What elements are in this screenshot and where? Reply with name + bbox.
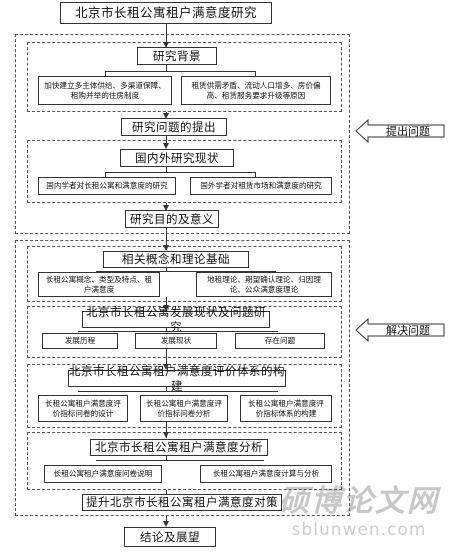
solve-side-label-text: 解决问题 [386,324,430,337]
concepts-group-frame [27,246,342,302]
connector-line [105,71,106,76]
concepts-right-text: 地租理论、期望确认理论、归因理论、公众满意度理论 [207,275,321,294]
connector-line [166,516,167,525]
title-box: 北京市长租公寓租户满意度研究 [60,2,272,24]
background-title-box: 研究背景 [137,47,217,65]
connector-line [166,136,167,146]
analysis-left-text: 长租公寓租户满意度问卷说明 [53,469,153,479]
concepts-left-box: 长租公寓概念、类型及特点、租户满意度 [38,272,160,297]
purpose-box: 研究目的及意义 [125,210,219,228]
watermark-url: sblunwen.com [291,520,427,540]
arrow-head [163,432,169,438]
problem-side-label-text: 提出问题 [386,125,430,138]
review-title-box: 国内外研究现状 [120,149,234,167]
status-item-3-text: 存在问题 [264,336,296,346]
system-item-1-text: 长租公寓租户满意度评价指标问卷的设计 [45,399,121,418]
conclusion-box: 结论及展望 [124,527,216,547]
section-solve-frame [15,240,350,516]
review-left-box: 国内学者对长租公寓和满意度的研究 [38,177,176,195]
arrow-head [163,143,169,149]
arrow-head [163,205,169,211]
connector-line [255,172,256,177]
connector-line [166,24,167,44]
arrow-head [163,245,169,251]
countermeasure-text: 提升北京市长租公寓租户满意度对策 [86,495,278,510]
connector-line [78,391,278,392]
connector-line [166,349,167,368]
system-title-box: 北京市长租公寓租户满意度评价体系的构建 [68,364,286,393]
section-problem-frame [15,34,350,234]
solve-side-arrow [355,317,445,343]
review-right-text: 国外学者对租赁市场和满意度的研究 [200,181,322,191]
title-text: 北京市长租公寓租户满意度研究 [74,5,257,21]
system-item-2-text: 长租公寓租户满意度评价指标问卷分析 [146,399,222,418]
arrow-head [163,364,169,370]
concepts-title: 相关概念和理论基础 [122,252,230,267]
connector-line [105,172,106,177]
analysis-right-text: 长租公寓租户满意度计算与分析 [212,469,320,479]
arrow-head [163,521,169,527]
countermeasure-box: 提升北京市长租公寓租户满意度对策 [82,494,282,511]
connector-line [96,271,276,272]
status-item-1-text: 发展历程 [64,336,96,346]
analysis-right-box: 长租公寓租户满意度计算与分析 [200,465,332,483]
status-title: 北京市长租公寓发展现状及问题研究 [86,305,266,334]
system-title: 北京市长租公寓租户满意度评价体系的构建 [69,364,285,393]
connector-line [166,268,167,271]
connector-line [166,228,167,250]
connector-line [255,71,256,76]
connector-line [166,65,167,71]
connector-line [105,71,255,72]
review-left-text: 国内学者对长租公寓和满意度的研究 [46,181,168,191]
status-item-3-box: 存在问题 [235,333,325,349]
review-title: 国内外研究现状 [135,150,219,165]
arrow-head [163,113,169,119]
background-left-text: 加快建立多主体供给、多渠道保障、租购并举的住房制度 [44,81,166,100]
problem-text: 研究问题的提出 [132,119,216,134]
review-right-box: 国外学者对租赁市场和满意度的研究 [190,177,332,195]
status-item-2-box: 发展现状 [135,333,217,349]
purpose-text: 研究目的及意义 [130,211,214,226]
status-item-2-text: 发展现状 [160,336,192,346]
system-item-3-text: 长租公寓租户满意度评价指标体系的构建 [248,399,324,418]
system-item-1-box: 长租公寓租户满意度评价指标问卷的设计 [38,395,128,422]
connector-line [78,331,278,332]
concepts-left-text: 长租公寓概念、类型及特点、租户满意度 [45,275,153,294]
analysis-title-box: 北京市长租公寓租户满意度分析 [90,439,268,456]
analysis-group-frame [27,432,342,490]
conclusion-text: 结论及展望 [140,529,200,544]
connector-line [166,297,167,309]
background-right-box: 租赁供需矛盾、流动人口增多、房价偏高、租赁服务要求升级等原因 [181,76,331,105]
concepts-title-box: 相关概念和理论基础 [103,251,249,268]
connector-line [166,456,167,460]
background-group-frame [27,42,342,112]
connector-line [166,328,167,331]
status-title-box: 北京市长租公寓发展现状及问题研究 [82,305,270,334]
connector-line [166,422,167,438]
arrow-head [163,42,169,48]
background-title: 研究背景 [153,48,201,63]
concepts-right-box: 地租理论、期望确认理论、归因理论、公众满意度理论 [196,272,332,297]
problem-side-arrow [355,118,445,144]
arrow-head [163,305,169,311]
connector-line [96,460,264,461]
problem-side-label: 提出问题 [372,120,444,142]
status-group-frame [27,306,342,358]
background-right-text: 租赁供需矛盾、流动人口增多、房价偏高、租赁服务要求升级等原因 [191,81,321,100]
system-item-3-box: 长租公寓租户满意度评价指标体系的构建 [240,395,332,422]
system-item-2-box: 长租公寓租户满意度评价指标问卷分析 [140,395,228,422]
connector-line [105,172,255,173]
connector-line [166,490,167,494]
status-item-1-box: 发展历程 [42,333,118,349]
analysis-title: 北京市长租公寓租户满意度分析 [95,440,263,455]
background-left-box: 加快建立多主体供给、多渠道保障、租购并举的住房制度 [38,76,172,105]
connector-line [166,167,167,172]
system-group-frame [27,364,342,428]
connector-line [166,387,167,391]
review-group-frame [27,140,342,203]
problem-box: 研究问题的提出 [121,118,227,136]
analysis-left-box: 长租公寓租户满意度问卷说明 [44,465,162,483]
solve-side-label: 解决问题 [372,319,444,341]
